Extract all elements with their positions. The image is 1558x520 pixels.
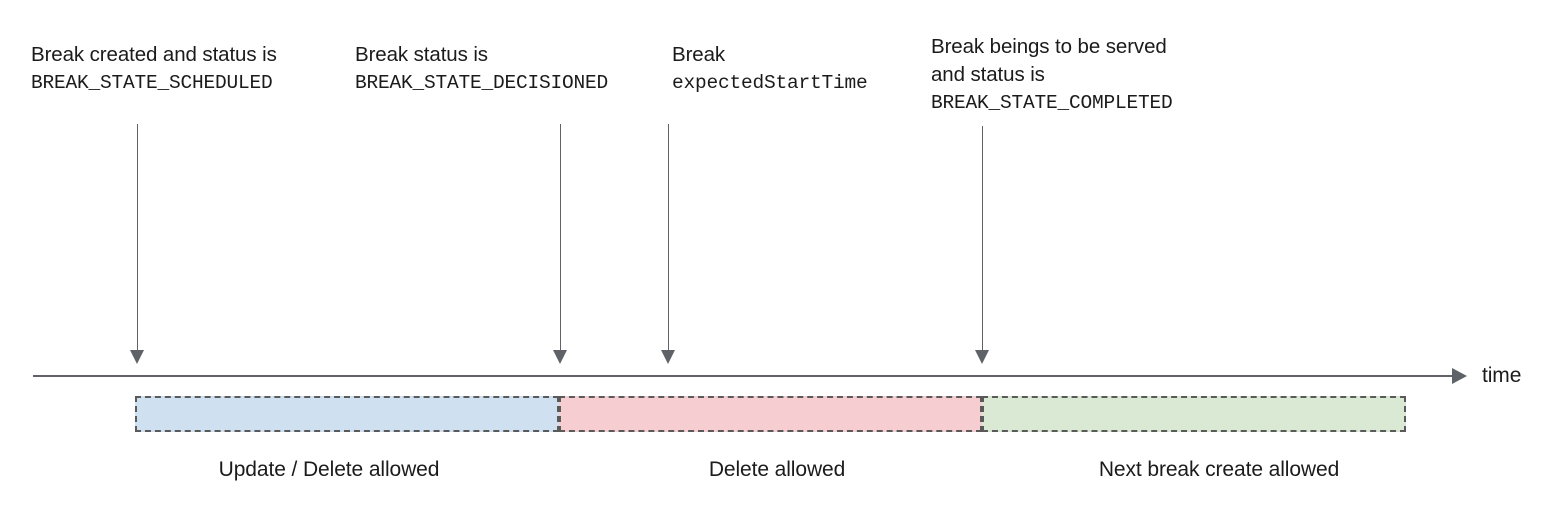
phase-bar-delete xyxy=(559,396,982,432)
pointer-arrowhead-scheduled-icon xyxy=(130,350,144,364)
time-axis-line xyxy=(33,375,1458,377)
time-axis-arrow-right-icon xyxy=(1452,368,1467,384)
annotation-scheduled-line-2: BREAK_STATE_SCHEDULED xyxy=(31,72,273,94)
phase-bar-update-delete xyxy=(135,396,559,432)
annotation-expected-start-time-line-2: expectedStartTime xyxy=(672,72,868,94)
annotation-expected-start-time-line-1: Break xyxy=(672,43,726,66)
annotation-decisioned: Break status is BREAK_STATE_DECISIONED xyxy=(355,41,608,97)
pointer-line-scheduled xyxy=(136,124,139,362)
pointer-arrowhead-completed-icon xyxy=(975,350,989,364)
pointer-arrowhead-expected-start-time-icon xyxy=(661,350,675,364)
annotation-scheduled: Break created and status is BREAK_STATE_… xyxy=(31,41,277,97)
time-axis-label: time xyxy=(1482,364,1522,387)
pointer-line-decisioned xyxy=(559,124,562,362)
annotation-completed-line-1: Break beings to be served xyxy=(931,35,1167,58)
annotation-decisioned-line-1: Break status is xyxy=(355,43,488,66)
phase-caption-update-delete: Update / Delete allowed xyxy=(218,458,440,481)
pointer-line-expected-start-time xyxy=(667,124,670,362)
annotation-completed: Break beings to be served and status is … xyxy=(931,33,1173,117)
phase-bar-next-break-create xyxy=(982,396,1406,432)
phase-caption-next-break-create: Next break create allowed xyxy=(1098,458,1340,481)
annotation-completed-line-3: BREAK_STATE_COMPLETED xyxy=(931,92,1173,114)
annotation-scheduled-line-1: Break created and status is xyxy=(31,43,277,66)
annotation-expected-start-time: Break expectedStartTime xyxy=(672,41,868,97)
pointer-line-completed xyxy=(981,126,984,362)
annotation-completed-line-2: and status is xyxy=(931,63,1045,86)
annotation-decisioned-line-2: BREAK_STATE_DECISIONED xyxy=(355,72,609,94)
phase-caption-delete: Delete allowed xyxy=(708,458,846,481)
pointer-arrowhead-decisioned-icon xyxy=(553,350,567,364)
